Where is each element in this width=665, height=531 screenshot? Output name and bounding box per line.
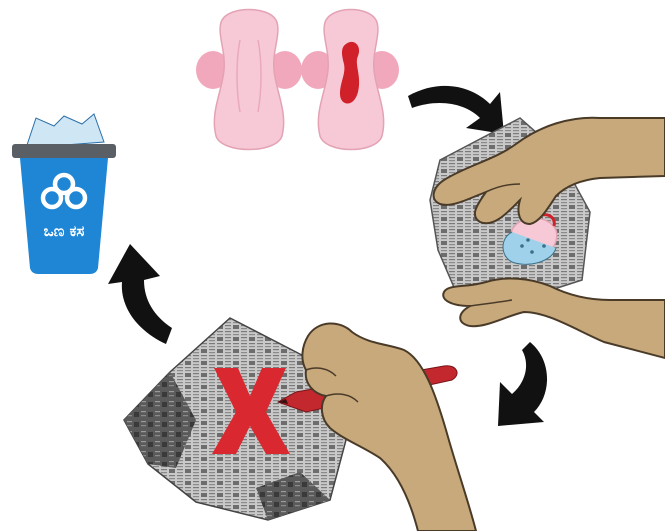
hands-wrapping-pad-icon <box>430 118 665 358</box>
used-pad-icon <box>301 10 399 150</box>
dustbin-label: ಒಣ ಕಸ <box>44 222 85 240</box>
dry-waste-bin-icon: ಒಣ ಕಸ <box>12 114 116 274</box>
clean-pad-icon <box>196 10 302 150</box>
arrow-step2-icon <box>498 342 547 426</box>
sanitary-pads-icon <box>196 10 399 150</box>
bin-lid <box>12 144 116 158</box>
marked-newspaper-packet-icon <box>124 318 476 531</box>
arrow-step1-icon <box>408 86 504 134</box>
arrow-step3-icon <box>108 244 172 344</box>
